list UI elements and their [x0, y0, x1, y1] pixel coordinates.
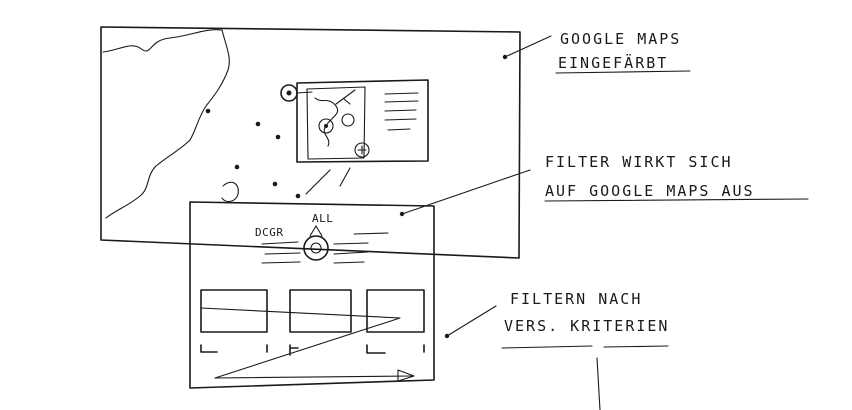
map-note-subtitle: EINGEFÄRBT [558, 53, 668, 72]
filter-note-title: FILTER WIRKT SICH [545, 153, 733, 171]
filter-left-label: DCGR [255, 226, 284, 239]
zoom-plus-icon[interactable] [355, 143, 369, 157]
map-marker-dot [235, 165, 240, 170]
criteria-note-subtitle: VERS. KRITERIEN [504, 317, 669, 335]
map-coastline [103, 30, 229, 218]
info-popup [297, 80, 428, 162]
criteria-note-leader [447, 306, 496, 336]
criteria-note-pointer [597, 358, 600, 410]
scroll-gesture-line [201, 308, 400, 378]
map-note-leader [505, 36, 551, 57]
map-marker-dot [206, 109, 211, 114]
popup-text-lines [385, 93, 418, 130]
map-panel [101, 27, 520, 258]
filter-panel: ALL DCGR [190, 202, 434, 388]
filter-dial-icon[interactable] [304, 236, 328, 260]
filter-note-subtitle: AUF GOOGLE MAPS AUS [545, 182, 755, 200]
map-note-title: GOOGLE MAPS [560, 30, 681, 48]
criteria-note-title: FILTERN NACH [510, 290, 642, 308]
map-marker-dot [296, 194, 301, 199]
popup-image-sketch [315, 98, 338, 146]
connector-arrow [306, 170, 330, 194]
connector-arrow [340, 168, 350, 186]
map-marker-dot [273, 182, 278, 187]
filter-all-label: ALL [312, 212, 333, 225]
filter-note-leader [402, 170, 530, 214]
map-marker-dot [276, 135, 281, 140]
criteria-grid [201, 290, 424, 381]
map-marker-dot [256, 122, 261, 127]
